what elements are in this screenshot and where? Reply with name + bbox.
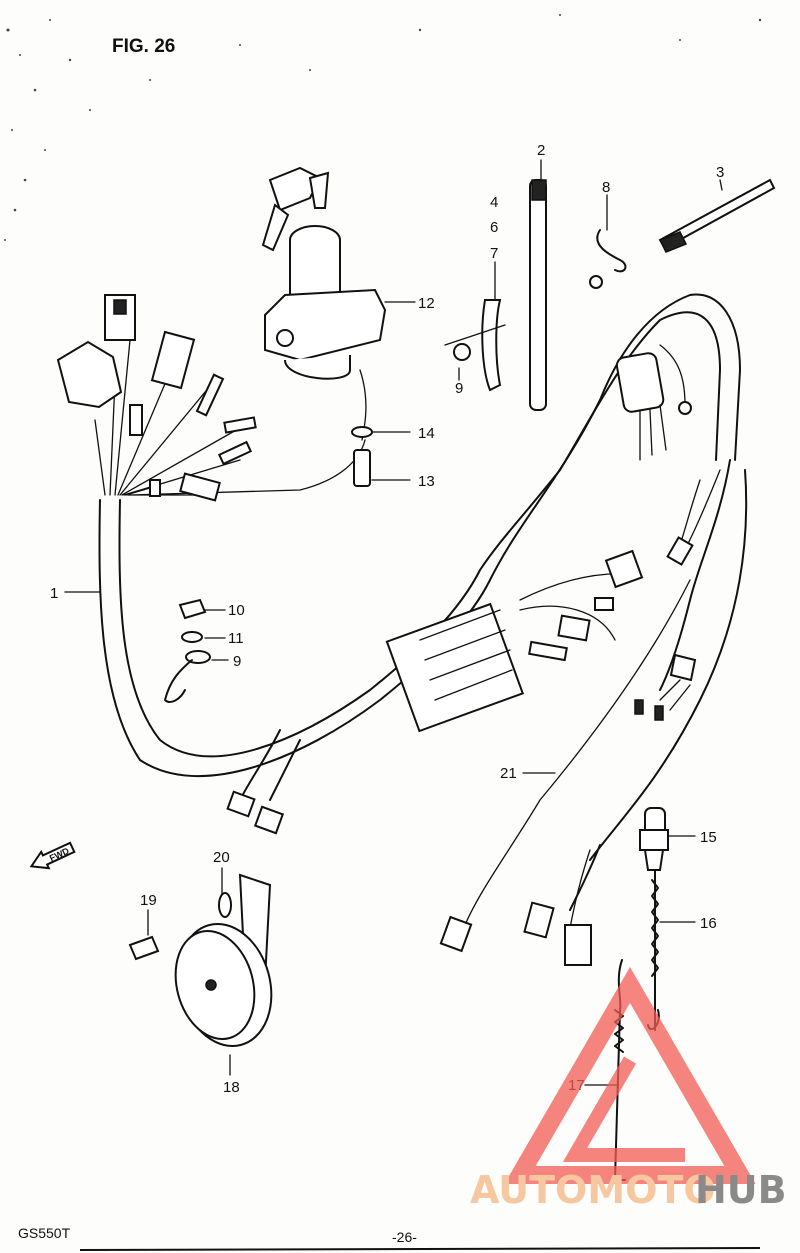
callout-leaders	[64, 159, 723, 1086]
bottom-rule	[79, 1247, 761, 1251]
callout-19: 19	[140, 892, 157, 909]
watermark-logo	[504, 967, 756, 1184]
callout-14: 14	[418, 425, 435, 442]
watermark-hub: HUB	[695, 1168, 787, 1212]
page-number: -26-	[392, 1229, 417, 1245]
model-code: GS550T	[18, 1225, 71, 1241]
horn-assembly	[128, 873, 273, 1048]
cable-tie	[529, 179, 547, 411]
arrow-left-icon	[29, 841, 76, 870]
callout-12: 12	[418, 295, 435, 312]
callout-7: 7	[490, 245, 498, 262]
callout-2: 2	[537, 142, 545, 159]
callout-20: 20	[213, 849, 230, 866]
callout-18: 18	[223, 1079, 240, 1096]
callout-15: 15	[700, 829, 717, 846]
harness-end-connectors	[56, 294, 366, 502]
harness-relay	[615, 344, 692, 461]
callout-10: 10	[228, 602, 245, 619]
callout-21: 21	[500, 765, 517, 782]
callout-6: 6	[490, 219, 498, 236]
callout-labels: 1 2 3 4 6 7 8 9 9 10 11 12 13 14 15 16 1…	[50, 142, 724, 1096]
main-wiring-harness	[98, 293, 748, 966]
callout-9-clamp: 9	[455, 380, 463, 397]
callout-4: 4	[490, 194, 498, 211]
figure-title: FIG. 26	[112, 36, 175, 57]
callout-13: 13	[418, 473, 435, 490]
harness-junction-block	[385, 549, 644, 733]
ignition-switch	[261, 166, 387, 441]
callout-1: 1	[50, 585, 58, 602]
brake-light-switch	[639, 807, 669, 1031]
triangle-logo-icon	[504, 967, 756, 1184]
scan-noise	[4, 14, 762, 241]
lead-wire	[439, 579, 691, 953]
callout-8: 8	[602, 179, 610, 196]
bolt-washer-hook	[164, 598, 211, 703]
callout-11: 11	[228, 630, 244, 647]
band-clamp	[444, 299, 506, 392]
watermark-auto: AUTOMOTO	[470, 1168, 716, 1212]
wire-clamp	[658, 178, 776, 253]
hook-clip	[589, 229, 627, 289]
callout-3: 3	[716, 164, 724, 181]
callout-9-hook: 9	[233, 653, 241, 670]
fwd-direction-marker: FWD	[29, 841, 76, 870]
callout-16: 16	[700, 915, 717, 932]
screw-and-washer	[351, 426, 373, 487]
